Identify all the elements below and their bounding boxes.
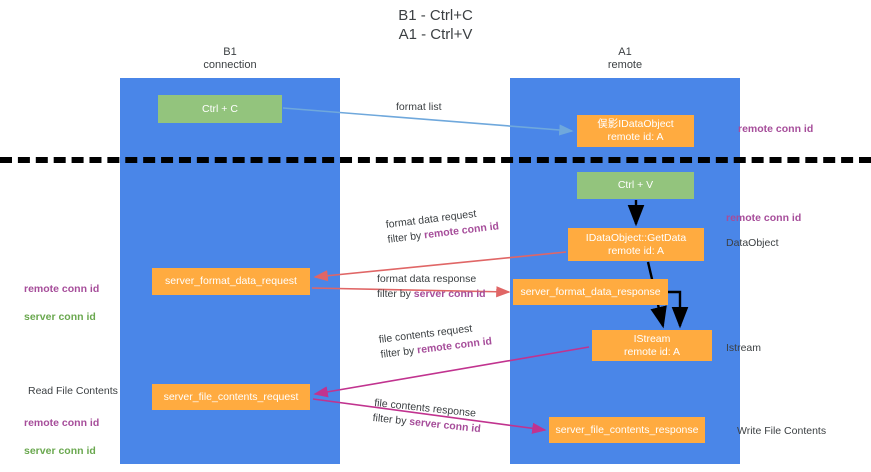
node-server-format-data-request[interactable]: server_format_data_request (152, 268, 310, 295)
node-server-file-contents-request[interactable]: server_file_contents_request (152, 384, 310, 410)
node-ctrl-v[interactable]: Ctrl + V (577, 172, 694, 199)
edge-label-line: format list (396, 101, 442, 113)
arrow-format-data-response (311, 286, 511, 298)
edge-label-line2-prefix: filter by (379, 344, 418, 361)
column-header-a1: A1 remote (607, 46, 643, 71)
annotation-remote-conn-id-top: remote conn id (738, 123, 814, 135)
annotation-server-conn-id: server conn id (24, 311, 96, 323)
annotation-conn-ids-lower: remote conn id server conn id (24, 402, 99, 472)
node-idataobject-getdata[interactable]: IDataObject::GetData remote id: A (568, 228, 704, 261)
annotation-istream: Istream (726, 342, 762, 354)
annotation-write-file-contents: Write File Contents (737, 425, 827, 437)
annotation-remote-conn-id: remote conn id (24, 417, 100, 429)
arrow-file-contents-response (312, 398, 547, 434)
node-server-format-data-response[interactable]: server_format_data_response (513, 279, 668, 305)
annotation-remote-conn-id-mid: remote conn id (726, 212, 802, 224)
arrow-formatresponse-to-istream (668, 290, 689, 329)
node-idataobject[interactable]: 俣影IDataObject remote id: A (577, 115, 694, 147)
arrow-format-list (282, 107, 574, 136)
phase-divider (0, 157, 871, 163)
edge-label-line1: format data response (377, 273, 477, 285)
annotation-read-file-contents: Read File Contents (28, 385, 118, 397)
arrow-file-contents-request (313, 346, 590, 398)
node-ctrl-c[interactable]: Ctrl + C (158, 95, 282, 123)
annotation-server-conn-id: server conn id (24, 445, 96, 457)
page-title: B1 - Ctrl+C A1 - Ctrl+V (398, 7, 473, 43)
edge-label-line2-prefix: filter by (372, 411, 410, 428)
column-header-b1: B1 connection (203, 46, 257, 71)
edge-label-format-list: format list (396, 100, 442, 115)
node-istream[interactable]: IStream remote id: A (592, 330, 712, 361)
edge-label-format-data-response: format data response filter by server co… (377, 272, 486, 302)
annotation-remote-conn-id: remote conn id (24, 283, 100, 295)
annotation-dataobject: DataObject (726, 237, 779, 249)
node-server-file-contents-response[interactable]: server_file_contents_response (549, 417, 705, 443)
edge-label-line2-prefix: filter by (386, 229, 425, 246)
edge-label-line2-prefix: filter by (377, 288, 414, 300)
arrow-format-data-request (313, 251, 567, 282)
edge-label-line2: filter by server conn id (377, 287, 486, 302)
annotation-conn-ids-upper: remote conn id server conn id (24, 268, 99, 338)
edge-label-server-conn-id: server conn id (413, 288, 486, 300)
